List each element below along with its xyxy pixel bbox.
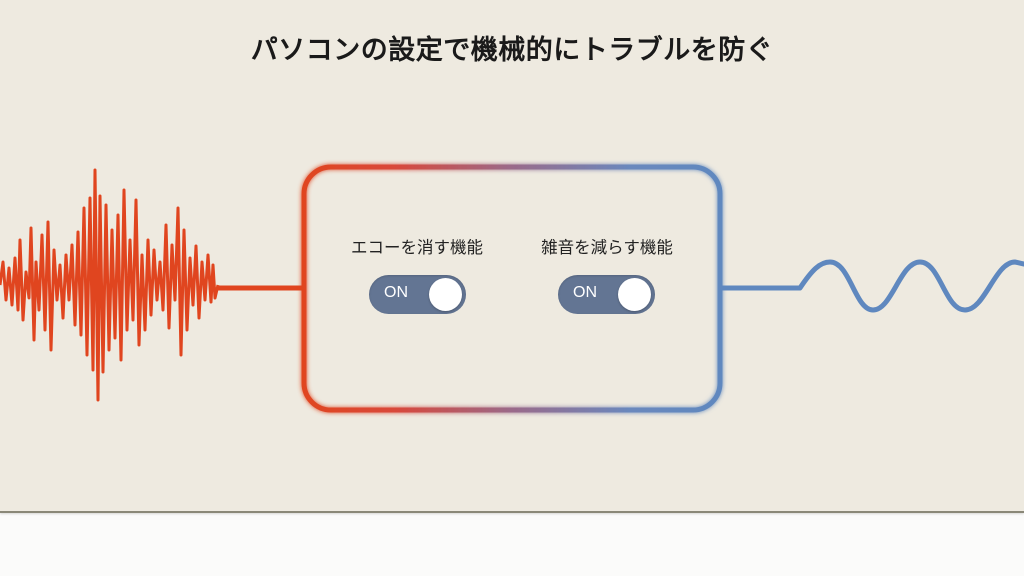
noise-reduction-label: 雑音を減らす機能 bbox=[541, 238, 673, 257]
toggle-state-text: ON bbox=[384, 284, 408, 301]
noisy-waveform-icon bbox=[0, 168, 302, 402]
echo-cancel-label: エコーを消す機能 bbox=[351, 238, 483, 257]
settings-panel-frame bbox=[301, 164, 723, 413]
page-title: パソコンの設定で機械的にトラブルを防ぐ bbox=[250, 35, 774, 66]
signal-flow-graphic bbox=[0, 164, 1024, 413]
clean-sine-wave-icon bbox=[722, 259, 1024, 313]
diagram-canvas: パソコンの設定で機械的にトラブルを防ぐ bbox=[0, 0, 1024, 513]
toggle-state-text: ON bbox=[573, 284, 597, 301]
echo-cancel-toggle[interactable]: ON bbox=[369, 275, 466, 314]
toggle-knob bbox=[618, 278, 651, 311]
noise-reduction-toggle[interactable]: ON bbox=[558, 275, 655, 314]
toggle-knob bbox=[429, 278, 462, 311]
